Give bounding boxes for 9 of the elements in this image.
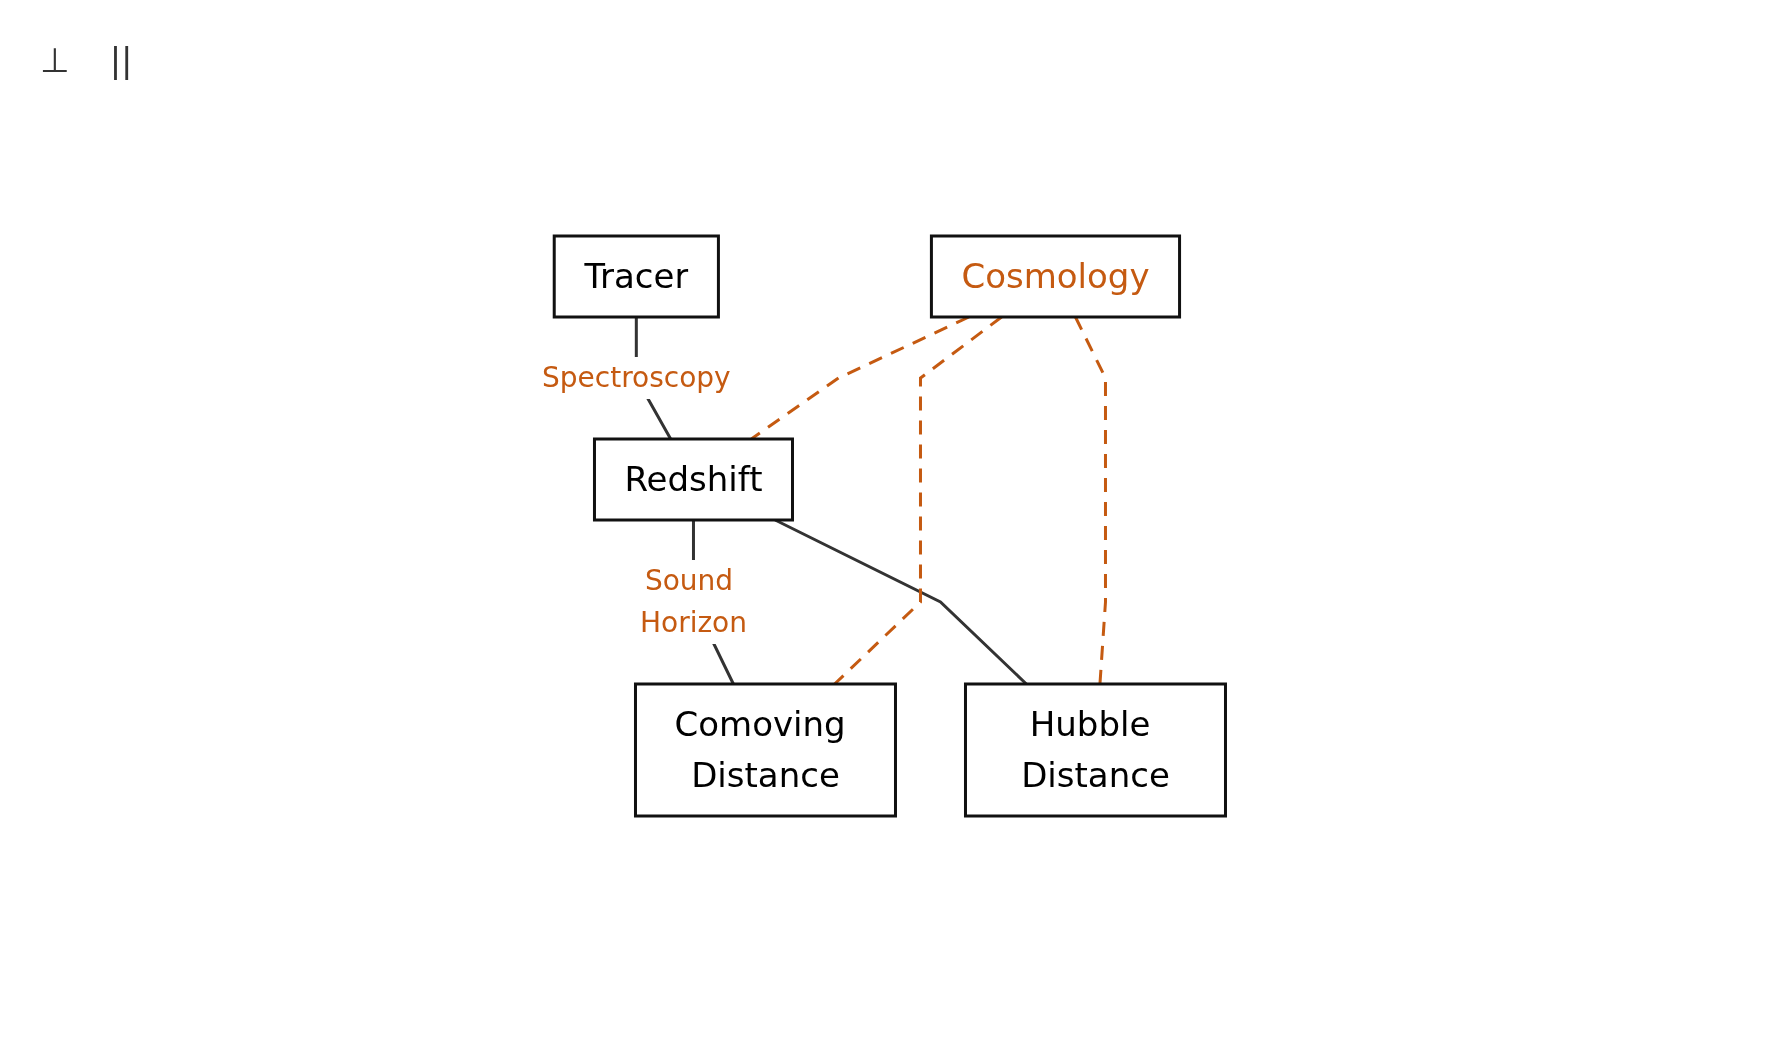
node-box: Tracer — [552, 234, 720, 319]
node-box: Cosmology — [929, 234, 1181, 319]
edge-label: Sound Horizon — [639, 564, 747, 639]
node-box: Redshift — [592, 437, 794, 522]
symbol-label: || — [109, 40, 133, 80]
node-box: Hubble Distance — [963, 682, 1227, 818]
edge-label: Spectroscopy — [541, 361, 731, 394]
node-box: Comoving Distance — [633, 682, 897, 818]
symbol-label: ⊥ — [40, 40, 70, 80]
